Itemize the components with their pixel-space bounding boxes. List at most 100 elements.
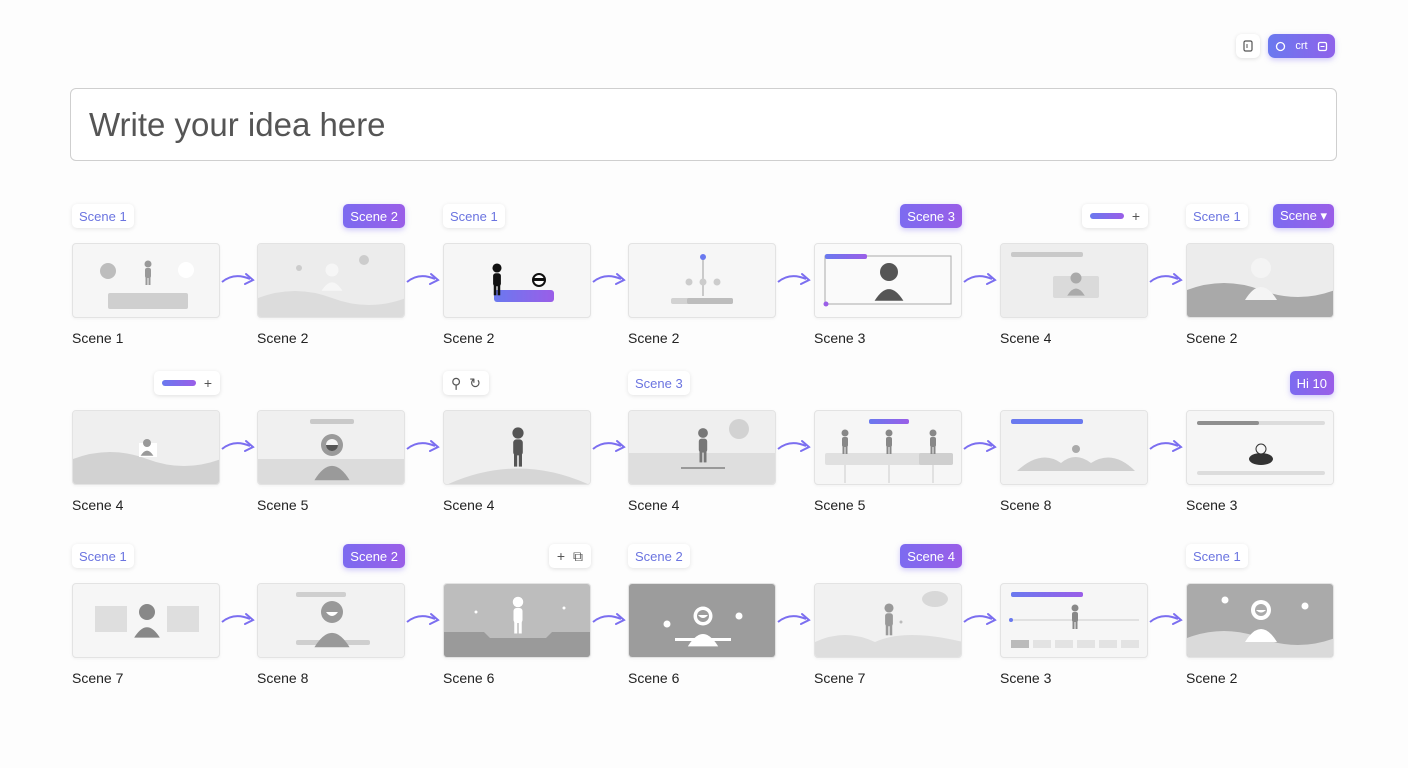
scene-card[interactable]: Scene 1 Scene 7 — [72, 544, 220, 686]
plus-icon[interactable]: + — [203, 375, 212, 391]
scene-card[interactable]: Scene 8 — [1000, 371, 1148, 513]
scene-card[interactable]: Scene 2 — [628, 204, 776, 346]
scene-actions[interactable]: +⧉ — [548, 544, 591, 568]
scene-thumbnail[interactable] — [72, 410, 220, 485]
scene-badge[interactable]: Scene 1 — [443, 204, 505, 228]
scene-slider[interactable]: + — [1081, 204, 1148, 228]
rotate-icon[interactable]: ↻ — [469, 374, 481, 391]
scene-thumbnail[interactable] — [72, 583, 220, 658]
scene-badge[interactable]: Scene 1 — [1186, 544, 1248, 568]
scene-actions[interactable]: ⚲↻ — [443, 371, 489, 395]
flow-arrow-icon — [220, 268, 258, 292]
scene-thumbnail[interactable] — [628, 583, 776, 658]
scene-caption: Scene 1 — [72, 330, 124, 346]
scene-caption: Scene 3 — [1186, 497, 1238, 513]
scene-caption: Scene 5 — [814, 497, 866, 513]
scene-card[interactable]: Scene 2 Scene 6 — [628, 544, 776, 686]
link-icon[interactable]: ⚲ — [451, 374, 462, 391]
flow-arrow-icon — [962, 608, 1000, 632]
scene-card[interactable]: Scene 3 Scene 4 — [628, 371, 776, 513]
plus-icon[interactable]: + — [1131, 208, 1140, 224]
scene-thumbnail[interactable] — [1000, 410, 1148, 485]
scene-caption: Scene 7 — [814, 670, 866, 686]
scene-thumbnail[interactable] — [257, 243, 405, 318]
scene-caption: Scene 3 — [1000, 670, 1052, 686]
scene-thumbnail[interactable] — [1186, 410, 1334, 485]
scene-thumbnail[interactable] — [72, 243, 220, 318]
scene-card[interactable]: Scene 3 — [1000, 544, 1148, 686]
flow-arrow-icon — [962, 435, 1000, 459]
flow-arrow-icon — [405, 268, 443, 292]
scene-card[interactable]: Scene 1 Scene 2 — [1186, 544, 1334, 686]
scene-card[interactable]: + Scene 4 — [72, 371, 220, 513]
scene-card[interactable]: Scene 1 Scene 1 — [72, 204, 220, 346]
flow-arrow-icon — [405, 608, 443, 632]
scene-caption: Scene 6 — [628, 670, 680, 686]
scene-thumbnail[interactable] — [814, 583, 962, 658]
scene-badge[interactable]: Scene 3 — [900, 204, 962, 228]
scene-slider[interactable]: + — [153, 371, 220, 395]
slider-track[interactable] — [1089, 213, 1124, 219]
scene-thumbnail[interactable] — [628, 243, 776, 318]
scene-card[interactable]: Scene 5 — [814, 371, 962, 513]
scene-badge[interactable]: Scene 1 — [72, 544, 134, 568]
scene-badge[interactable]: Scene 4 — [900, 544, 962, 568]
scene-thumbnail[interactable] — [1000, 243, 1148, 318]
scene-thumbnail[interactable] — [257, 410, 405, 485]
slider-track[interactable] — [161, 380, 196, 386]
scene-badge[interactable]: Hi 10 — [1289, 371, 1334, 395]
scene-thumbnail[interactable] — [1186, 583, 1334, 658]
scene-thumbnail[interactable] — [1186, 243, 1334, 318]
scene-card[interactable]: +Scene 4 — [1000, 204, 1148, 346]
create-button-label: crt — [1295, 40, 1308, 52]
flow-arrow-icon — [1148, 608, 1186, 632]
scene-badge[interactable]: Scene 3 — [628, 371, 690, 395]
plus-icon[interactable]: + — [556, 548, 565, 564]
scene-caption: Scene 4 — [628, 497, 680, 513]
scene-thumbnail[interactable] — [443, 583, 591, 658]
scene-card[interactable]: ⚲↻Scene 4 — [443, 371, 591, 513]
scene-card[interactable]: Scene 3 Scene 3 — [814, 204, 962, 346]
scene-caption: Scene 2 — [1186, 670, 1238, 686]
scene-card[interactable]: Scene 5 — [257, 371, 405, 513]
create-button[interactable]: crt — [1268, 34, 1335, 58]
flow-arrow-icon — [591, 608, 629, 632]
idea-input[interactable] — [70, 88, 1337, 161]
scene-badge[interactable]: Scene 1 — [1186, 204, 1248, 228]
scene-caption: Scene 3 — [814, 330, 866, 346]
scene-thumbnail[interactable] — [628, 410, 776, 485]
scene-card[interactable]: +⧉Scene 6 — [443, 544, 591, 686]
scene-caption: Scene 8 — [1000, 497, 1052, 513]
scene-caption: Scene 2 — [628, 330, 680, 346]
circle-icon — [1275, 41, 1286, 51]
scene-card[interactable]: Hi 10 Scene 3 — [1186, 371, 1334, 513]
scene-caption: Scene 4 — [72, 497, 124, 513]
page-icon[interactable] — [1236, 34, 1260, 58]
flow-arrow-icon — [1148, 268, 1186, 292]
scene-badge[interactable]: Scene ▾ — [1273, 204, 1334, 228]
flow-arrow-icon — [776, 435, 814, 459]
scene-thumbnail[interactable] — [443, 410, 591, 485]
scene-badge[interactable]: Scene 2 — [343, 544, 405, 568]
scene-badge[interactable]: Scene 2 — [628, 544, 690, 568]
flow-arrow-icon — [776, 268, 814, 292]
flow-arrow-icon — [962, 268, 1000, 292]
flow-arrow-icon — [220, 435, 258, 459]
scene-thumbnail[interactable] — [1000, 583, 1148, 658]
scene-thumbnail[interactable] — [814, 410, 962, 485]
scene-card[interactable]: Scene 4 Scene 7 — [814, 544, 962, 686]
scene-thumbnail[interactable] — [257, 583, 405, 658]
scene-thumbnail[interactable] — [443, 243, 591, 318]
flow-arrow-icon — [591, 268, 629, 292]
scene-thumbnail[interactable] — [814, 243, 962, 318]
copy-icon[interactable]: ⧉ — [573, 547, 583, 564]
scene-caption: Scene 7 — [72, 670, 124, 686]
scene-badge[interactable]: Scene 1 — [72, 204, 134, 228]
scene-badge[interactable]: Scene 2 — [343, 204, 405, 228]
